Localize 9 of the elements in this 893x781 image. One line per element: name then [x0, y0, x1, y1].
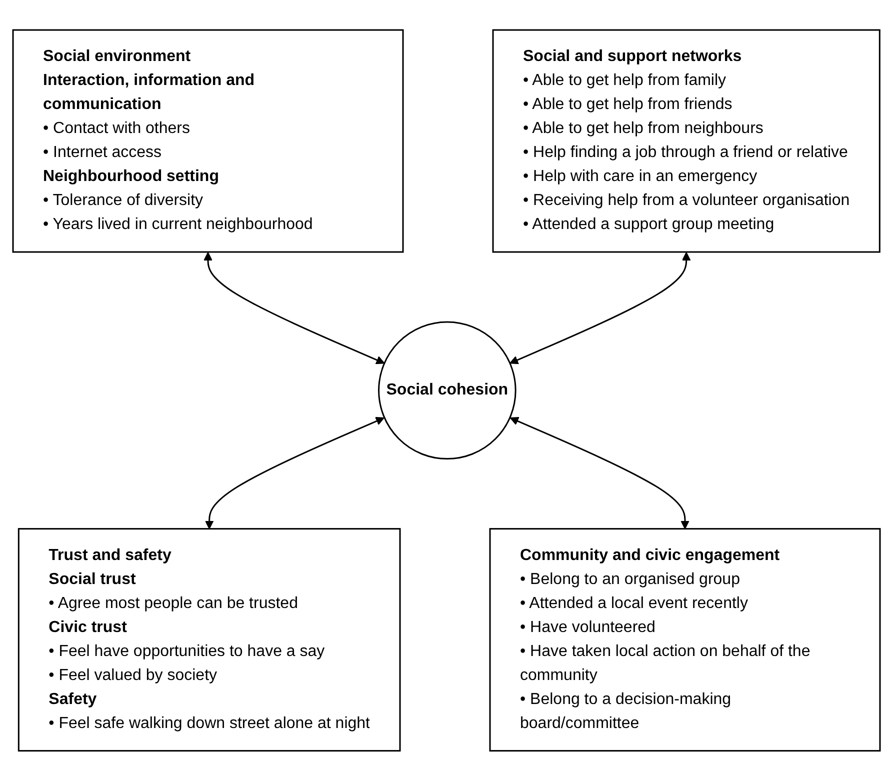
node-box: Social environment Interaction, information and communication • Contact with others • Internet access Neighbourhood setting • Tolerance of diversity • Years lived in current neighbourhood	[12, 29, 404, 253]
arrow	[510, 417, 690, 530]
node-box: Community and civic engagement • Belong to an organised group • Attended a local event recently • Have volunteered • Have taken local action on behalf of the community • Belong to a decision-making board/committee	[489, 528, 881, 752]
node-box: Social and support networks • Able to get help from family • Able to get help from friends • Able to get help from neighbours • Help finding a job through a friend or relative • Help with care in an emergency • Receiving help from a volunteer organisation • Attended a support group meeting	[492, 29, 880, 253]
arrow	[204, 417, 384, 530]
arrow	[510, 252, 691, 364]
node-circle: Social cohesion	[378, 321, 516, 460]
node-box: Trust and safety Social trust • Agree most people can be trusted Civic trust • Feel have opportunities to have a say • Feel valued by society Safety • Feel safe walking down street alone at night	[18, 528, 401, 752]
arrow	[204, 252, 385, 364]
